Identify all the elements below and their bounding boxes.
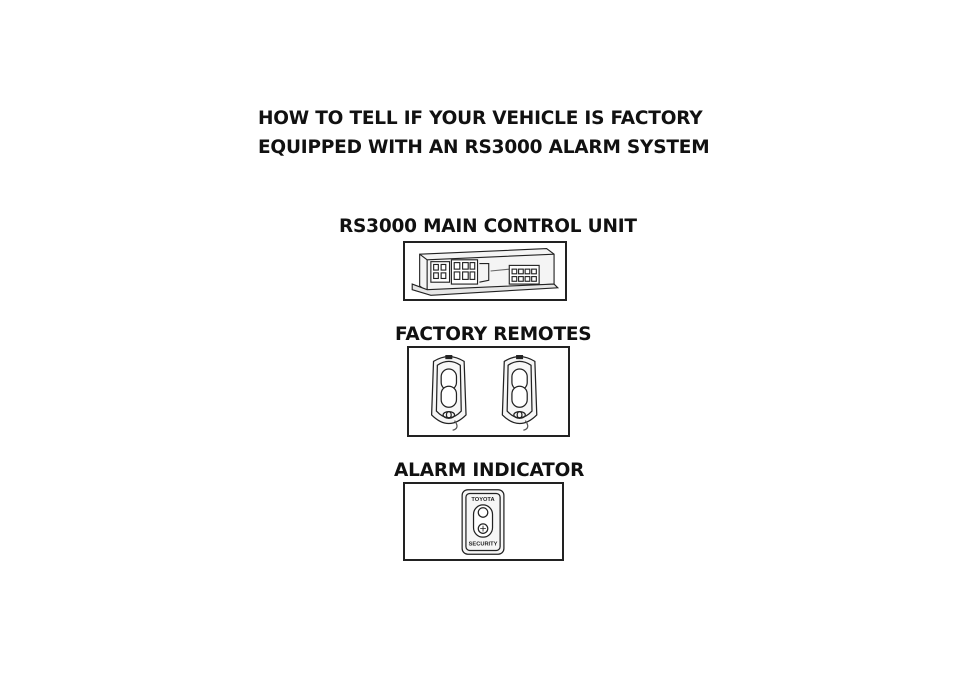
remotes-label: FACTORY REMOTES xyxy=(395,324,592,345)
alarm-indicator-illustration: TOYOTA SECURITY xyxy=(403,482,564,561)
remote-key-icon xyxy=(430,355,538,431)
badge-top-text: TOYOTA xyxy=(471,497,494,503)
control-unit-illustration xyxy=(403,241,567,301)
badge-bottom-text: SECURITY xyxy=(469,542,498,548)
title-line-1: HOW TO TELL IF YOUR VEHICLE IS FACTORY xyxy=(258,108,703,129)
title-line-2: EQUIPPED WITH AN RS3000 ALARM SYSTEM xyxy=(258,137,710,158)
security-indicator-icon: TOYOTA SECURITY xyxy=(461,489,505,555)
control-unit-label: RS3000 MAIN CONTROL UNIT xyxy=(339,216,637,237)
remotes-illustration xyxy=(407,346,570,437)
alarm-indicator-label: ALARM INDICATOR xyxy=(394,460,585,481)
control-unit-icon xyxy=(411,248,560,296)
page-title: HOW TO TELL IF YOUR VEHICLE IS FACTORY E… xyxy=(258,104,718,162)
